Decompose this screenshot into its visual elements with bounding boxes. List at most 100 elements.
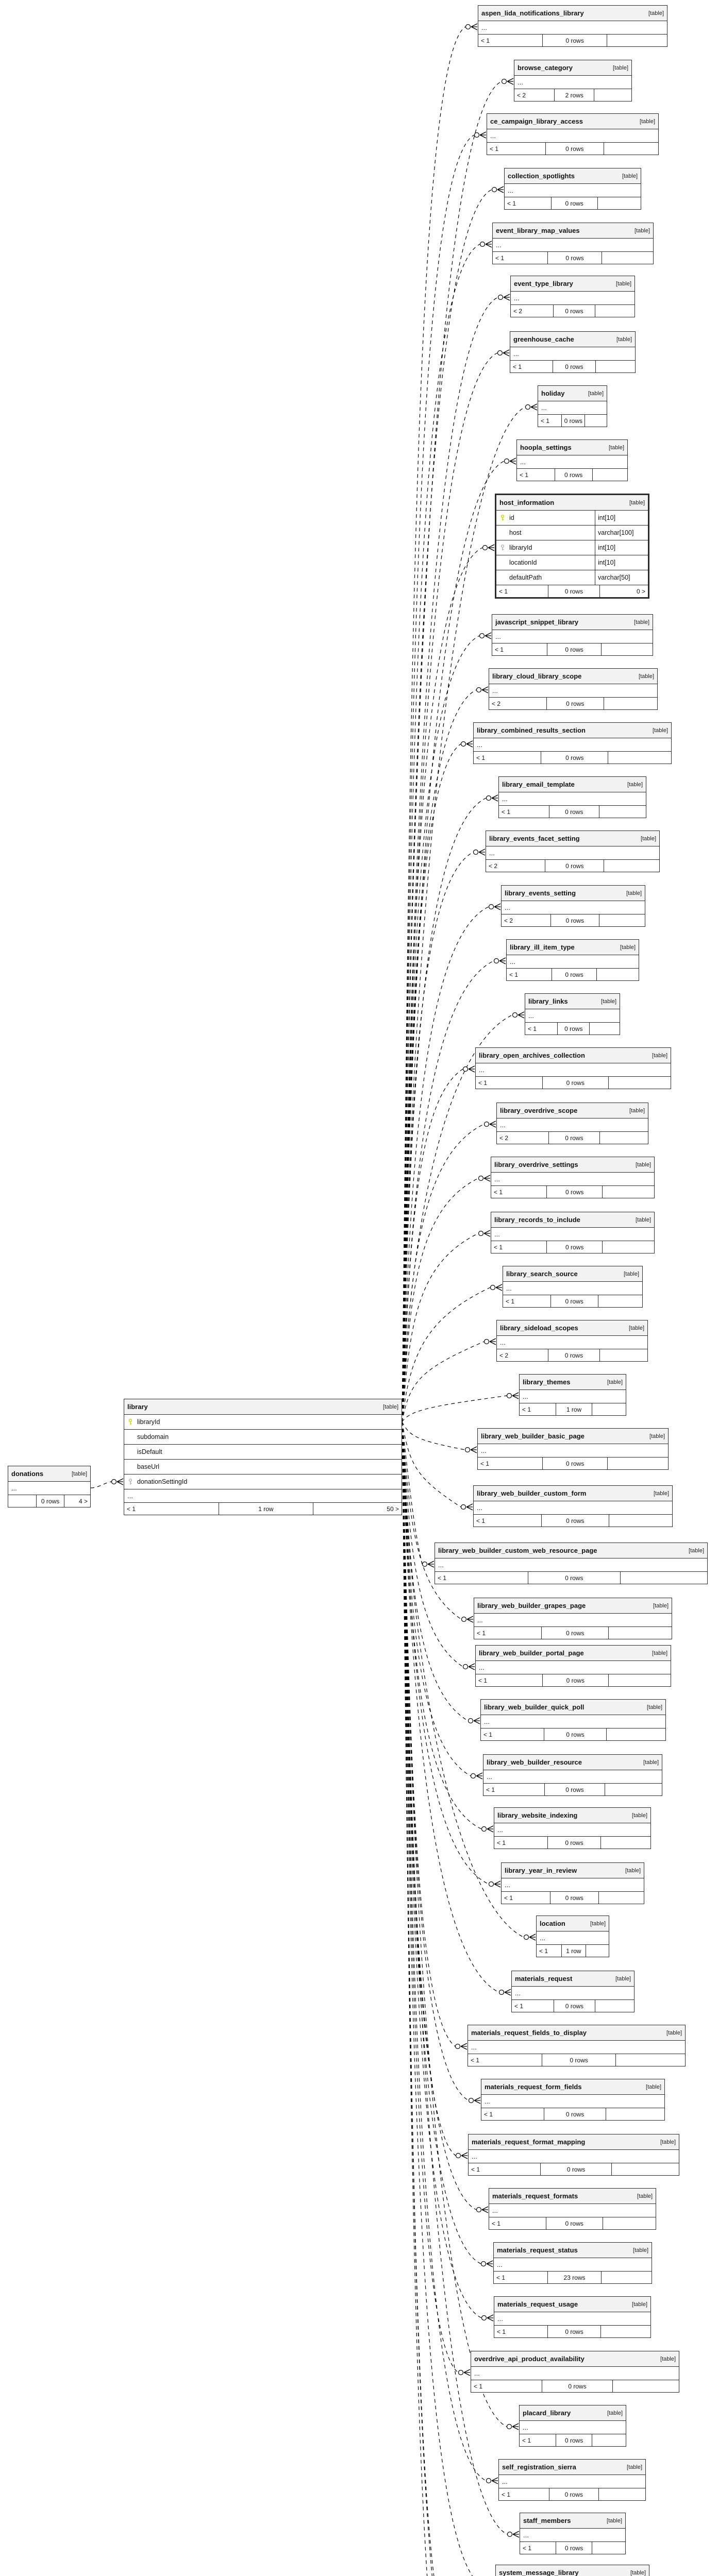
zero-circle-marker <box>491 187 497 193</box>
zero-circle-marker <box>490 1284 496 1291</box>
table-box-aspen_lida_notifications_library[interactable]: aspen_lida_notifications_library[table].… <box>478 5 667 47</box>
table-box-materials_request_format_mapping[interactable]: materials_request_format_mapping[table].… <box>468 2134 679 2176</box>
footer-parent-count: < 1 <box>476 754 486 761</box>
footer-row-count: 1 row <box>561 1945 586 1957</box>
zero-circle-marker <box>483 1121 490 1127</box>
footer-row-count: 0 rows <box>547 585 599 597</box>
table-box-system_message_library[interactable]: system_message_library[table]...< 10 row… <box>495 2565 649 2576</box>
footer-parent-count: < 1 <box>504 1894 513 1902</box>
table-box-materials_request_form_fields[interactable]: materials_request_form_fields[table]...<… <box>481 2079 665 2121</box>
footer-row-count: 0 rows <box>547 252 602 264</box>
footer-row-count: 1 row <box>218 1503 313 1515</box>
zero-circle-marker <box>479 241 486 247</box>
footer-row-count: 0 rows <box>548 1349 599 1361</box>
footer-child-count <box>586 1945 609 1957</box>
crows-foot-marker <box>530 403 538 411</box>
columns-ellipsis-row: ... <box>520 1390 626 1403</box>
ellipsis-label: ... <box>523 1393 528 1400</box>
table-box-library_web_builder_portal_page[interactable]: library_web_builder_portal_page[table]..… <box>475 1645 671 1687</box>
ellipsis-label: ... <box>494 1230 500 1238</box>
table-type-tag: [table] <box>601 998 616 1005</box>
footer-row-count: 0 rows <box>545 2217 603 2229</box>
footer-row-count: 0 rows <box>557 1023 589 1035</box>
table-name: holiday <box>541 389 565 397</box>
relationship-connector <box>90 1478 124 1488</box>
columns-ellipsis-row: ... <box>505 184 641 197</box>
table-box-library_web_builder_quick_poll[interactable]: library_web_builder_quick_poll[table]...… <box>480 1699 666 1741</box>
table-box-overdrive_api_product_availability[interactable]: overdrive_api_product_availability[table… <box>471 2351 679 2393</box>
ellipsis-label: ... <box>515 1989 521 1997</box>
table-header: library_ill_item_type[table] <box>507 940 639 955</box>
table-box-library_web_builder_custom_web_resource_page[interactable]: library_web_builder_custom_web_resource_… <box>435 1543 708 1584</box>
table-box-library_events_facet_setting[interactable]: library_events_facet_setting[table]...< … <box>486 831 660 872</box>
table-type-tag: [table] <box>636 1161 651 1168</box>
zero-circle-marker <box>478 1175 484 1181</box>
table-header: holiday[table] <box>538 386 607 401</box>
footer-parent-count: < 1 <box>478 1676 488 1684</box>
ellipsis-label: ... <box>523 2424 528 2431</box>
table-box-library_web_builder_basic_page[interactable]: library_web_builder_basic_page[table]...… <box>477 1428 669 1470</box>
table-box-library_open_archives_collection[interactable]: library_open_archives_collection[table].… <box>475 1047 671 1089</box>
footer-child-count <box>612 2380 679 2392</box>
table-header: library_year_in_review[table] <box>502 1863 644 1878</box>
zero-circle-marker <box>460 741 466 747</box>
column-row-isDefault: isDefault <box>124 1445 402 1460</box>
table-name: placard_library <box>523 2409 571 2417</box>
footer-child-count <box>602 1186 654 1198</box>
table-box-library_web_builder_custom_form[interactable]: library_web_builder_custom_form[table]..… <box>473 1485 673 1527</box>
crows-foot-marker <box>460 2043 467 2050</box>
columns-ellipsis-row: ... <box>478 21 667 35</box>
table-header: library_sideload_scopes[table] <box>497 1320 647 1336</box>
table-box-materials_request_fields_to_display[interactable]: materials_request_fields_to_display[tabl… <box>467 2025 686 2066</box>
pk-key-slot <box>499 514 508 522</box>
table-box-library_web_builder_resource[interactable]: library_web_builder_resource[table]...< … <box>483 1754 662 1796</box>
table-box-library_web_builder_grapes_page[interactable]: library_web_builder_grapes_page[table]..… <box>474 1598 672 1639</box>
table-box-library_cloud_library_scope[interactable]: library_cloud_library_scope[table]...< 2… <box>489 668 658 710</box>
footer-parent-count: < 1 <box>541 417 550 425</box>
table-name: library_web_builder_resource <box>487 1758 582 1766</box>
table-name: location <box>540 1920 565 1927</box>
footer-child-count <box>596 969 639 980</box>
ellipsis-label: ... <box>492 2207 498 2214</box>
table-box-library_combined_results_section[interactable]: library_combined_results_section[table].… <box>473 722 672 764</box>
crows-foot-marker <box>481 686 489 693</box>
table-type-tag: [table] <box>652 1052 667 1059</box>
